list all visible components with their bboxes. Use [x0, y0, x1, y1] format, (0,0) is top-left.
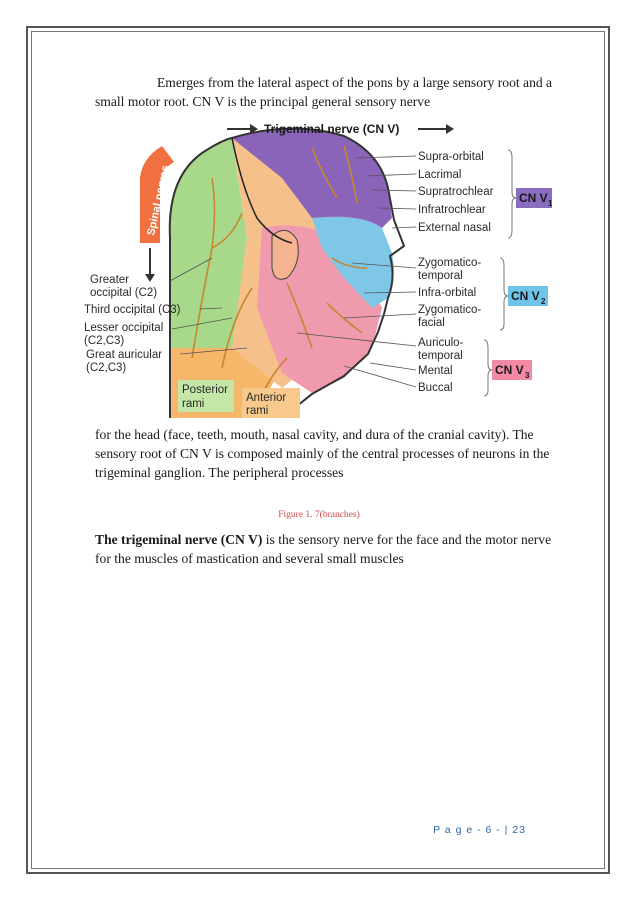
label-greater-occipital-2: occipital (C2): [90, 287, 157, 299]
trigeminal-nerve-figure: Trigeminal nerve (CN V) Spinal nerves Su…: [84, 122, 552, 418]
label-infra-orbital: Infra-orbital: [418, 287, 476, 299]
label-buccal: Buccal: [418, 382, 453, 394]
posterior-rami-box: Posterior rami: [178, 380, 234, 412]
svg-text:CN V: CN V: [495, 363, 524, 377]
label-zygomatico-temporal-1: Zygomatico-: [418, 257, 481, 269]
figure-caption: Figure 1. 7(branches): [278, 510, 360, 520]
label-third-occipital: Third occipital (C3): [84, 304, 181, 316]
label-zygomatico-facial-1: Zygomatico-: [418, 304, 481, 316]
svg-text:CN V: CN V: [519, 191, 548, 205]
spinal-nerves-arrow: Spinal nerves: [140, 146, 174, 282]
label-supra-orbital: Supra-orbital: [418, 151, 484, 163]
cn-v1-tag: CN V 1: [516, 188, 552, 208]
division-line: [231, 137, 293, 244]
label-zygomatico-facial-2: facial: [418, 317, 445, 329]
label-lesser-occipital-1: Lesser occipital: [84, 322, 163, 334]
label-external-nasal: External nasal: [418, 222, 491, 234]
right-leader-lines: [296, 155, 417, 388]
intro-paragraph: Emerges from the lateral aspect of the p…: [95, 75, 553, 109]
anterior-rami-box: Anterior rami: [242, 388, 300, 418]
label-lesser-occipital-2: (C2,C3): [84, 335, 124, 347]
v2-region: [312, 216, 394, 308]
occipital-region: [169, 138, 247, 348]
trigeminal-title: Trigeminal nerve (CN V): [264, 122, 399, 136]
closing-paragraph: The trigeminal nerve (CN V) is the senso…: [95, 530, 555, 568]
label-greater-occipital-1: Greater: [90, 274, 129, 286]
page-border-inner: [31, 31, 605, 869]
face-profile-outline: [231, 127, 406, 418]
label-auriculo-temporal-2: temporal: [418, 350, 463, 362]
label-lacrimal: Lacrimal: [418, 169, 461, 181]
closing-bold-term: The trigeminal nerve (CN V): [95, 532, 263, 547]
svg-text:3: 3: [525, 371, 530, 380]
label-mental: Mental: [418, 365, 453, 377]
svg-text:2: 2: [541, 297, 546, 306]
svg-text:rami: rami: [246, 405, 268, 417]
label-great-auricular-2: (C2,C3): [86, 362, 126, 374]
v1-region: [232, 128, 392, 228]
left-leader-lines: [169, 257, 248, 355]
svg-text:Posterior: Posterior: [182, 384, 228, 396]
svg-text:CN V: CN V: [511, 289, 540, 303]
label-auriculo-temporal-1: Auriculo-: [418, 337, 464, 349]
page-number: P a g e - 6 - | 23: [433, 824, 526, 836]
cn-v2-tag: CN V 2: [508, 286, 548, 306]
label-great-auricular-1: Great auricular: [86, 349, 162, 361]
scalp-outline: [168, 137, 233, 418]
label-zygomatico-temporal-2: temporal: [418, 270, 463, 282]
svg-text:Anterior: Anterior: [246, 392, 286, 404]
label-infratrochlear: Infratrochlear: [418, 204, 486, 216]
top-title-arrow: Trigeminal nerve (CN V): [227, 122, 454, 136]
closing-text: is the sensory nerve for the face and th…: [95, 532, 552, 566]
nerve-branches: [191, 145, 368, 418]
head-illustration: [168, 127, 406, 418]
right-labels: Supra-orbital Lacrimal Supratrochlear In…: [418, 151, 494, 394]
continuation-paragraph: for the head (face, teeth, mouth, nasal …: [95, 427, 550, 480]
left-labels: Greater occipital (C2) Third occipital (…: [84, 274, 181, 374]
svg-text:rami: rami: [182, 398, 204, 410]
svg-text:1: 1: [548, 199, 552, 208]
cn-v3-tag: CN V 3: [492, 360, 532, 380]
page-border-outer: [26, 26, 610, 874]
label-supratrochlear: Supratrochlear: [418, 186, 494, 198]
